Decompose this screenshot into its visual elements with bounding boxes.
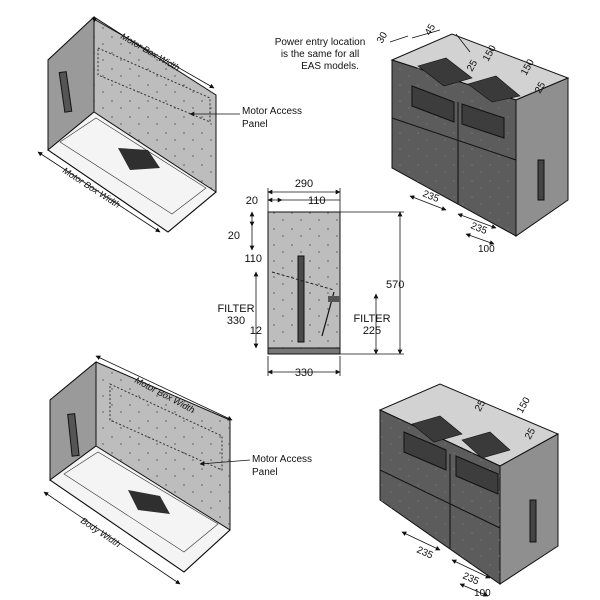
power-note-line-3: EAS models. — [301, 61, 359, 72]
motor-access-label-2b: Panel — [252, 467, 278, 478]
side-dim-110-top: 110 — [308, 195, 326, 207]
side-dim-290: 290 — [295, 178, 313, 190]
dim-30-top: 30 — [375, 30, 390, 46]
side-view-dims: 290 20 110 20 110 FILTER 330 12 570 FILT… — [217, 178, 404, 379]
side-dim-20-left: 20 — [228, 230, 240, 242]
power-entry-note: Power entry location is the same for all… — [275, 37, 366, 72]
side-view — [267, 211, 341, 355]
side-dim-20-top: 20 — [246, 195, 258, 207]
side-dim-330-left: 330 — [227, 315, 245, 327]
double-unit-bottom-right — [378, 383, 560, 585]
side-dim-225: 225 — [363, 325, 381, 337]
side-dim-570: 570 — [386, 279, 404, 291]
side-dim-330-bottom: 330 — [295, 367, 313, 379]
motor-access-callout-bottom: Motor Access Panel — [199, 454, 312, 478]
dim-235a-bottom: 235 — [415, 545, 435, 562]
motor-access-label-2a: Motor Access — [252, 454, 312, 465]
double-unit-top-right — [390, 33, 570, 237]
dim-45-top: 45 — [423, 22, 438, 38]
motor-access-label-1a: Motor Access — [242, 106, 302, 117]
side-filter-right-label: FILTER — [353, 313, 390, 325]
dim-25a-bottom: 25 — [473, 398, 488, 414]
dim-100-top: 100 — [478, 244, 495, 255]
double-unit-top-dims: 30 45 25 150 150 25 235 235 100 — [375, 22, 548, 255]
motor-access-label-1b: Panel — [242, 119, 268, 130]
dim-100-bottom: 100 — [474, 588, 491, 599]
dim-25b-bottom: 25 — [523, 426, 538, 442]
dim-235b-top: 235 — [469, 221, 489, 238]
dim-150-bottom: 150 — [515, 395, 533, 415]
power-note-line-1: Power entry location — [275, 37, 366, 48]
side-dim-12: 12 — [250, 325, 262, 337]
motor-box-top-left — [47, 15, 217, 233]
motor-access-callout-top: Motor Access Panel — [189, 106, 302, 130]
power-note-line-2: is the same for all — [281, 49, 359, 60]
dim-25a-top: 25 — [465, 58, 480, 74]
motor-box-bottom-left — [49, 360, 231, 573]
dim-25b-top: 25 — [533, 80, 548, 96]
side-dim-110-left: 110 — [244, 253, 262, 265]
side-filter-left-label: FILTER — [217, 303, 254, 315]
dim-235b-bottom: 235 — [461, 571, 481, 588]
